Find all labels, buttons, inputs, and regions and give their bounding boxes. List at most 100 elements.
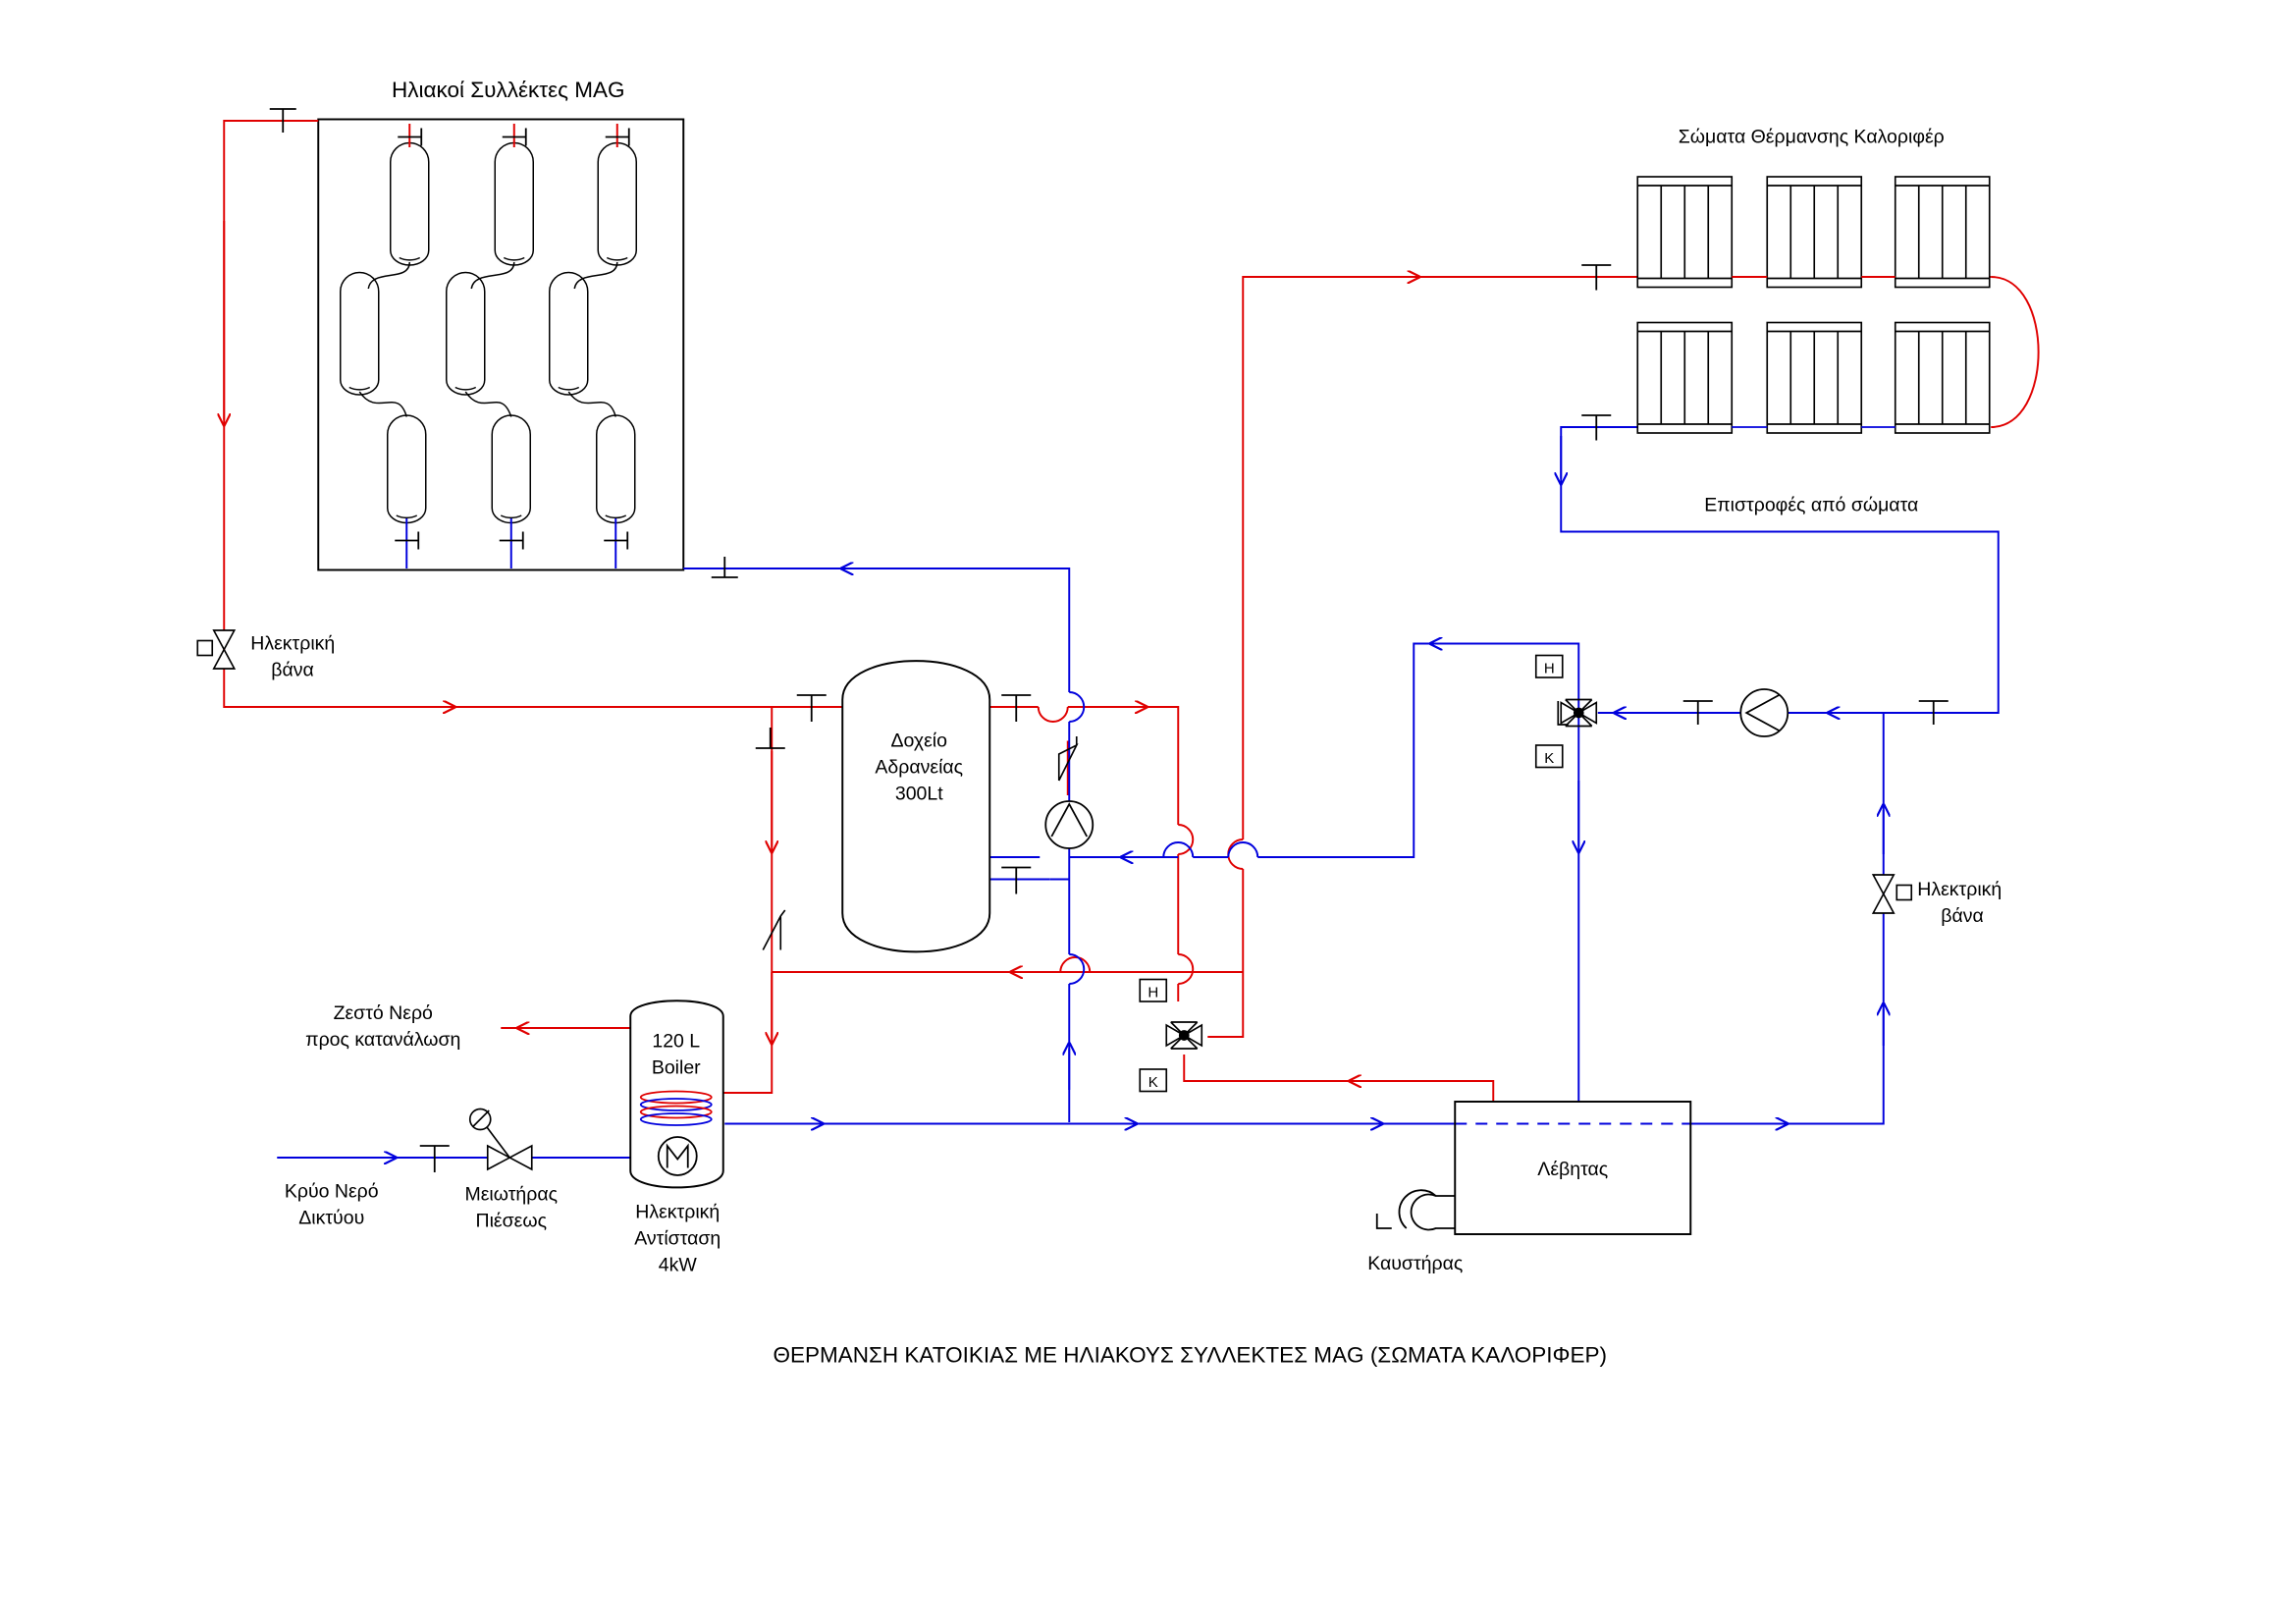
shutoff-valve-icon (711, 557, 738, 578)
shutoff-valve-icon (395, 531, 420, 550)
cold-pipes (277, 426, 2000, 1158)
hot-water-label-line1: Ζεστό Νερό (334, 1002, 433, 1024)
pressure-reducer (468, 1108, 533, 1171)
burner-icon (1375, 1189, 1456, 1231)
tank-label-line1: Δοχείο (891, 730, 948, 752)
inertia-tank: Δοχείο Αδρανείας 300Lt (841, 660, 991, 953)
shutoff-valve-icon (1682, 700, 1713, 725)
hot-water-label-line2: προς κατανάλωση (305, 1029, 460, 1051)
tube-connector (367, 261, 410, 290)
furnace-body (1454, 1101, 1692, 1235)
check-valve-icon (1057, 736, 1079, 782)
solar-tube-collector-icon (445, 271, 486, 396)
tube-connector (573, 261, 618, 290)
cold-water-label-line1: Κρύο Νερό (285, 1181, 379, 1203)
shutoff-valve-icon (796, 694, 827, 722)
mix-valve-top-k: K (1544, 750, 1554, 767)
radiator-supply-pipe (1207, 869, 1245, 1038)
cold-water-label-line2: Δικτύου (298, 1208, 364, 1229)
shutoff-valve-icon (419, 1145, 450, 1172)
solar-tube-collector-icon (596, 414, 636, 524)
electric-heater-icon (657, 1136, 698, 1176)
mix-valve-top-k-box (1534, 744, 1564, 769)
circulation-pump-icon (1044, 800, 1095, 849)
tube-connector (470, 261, 515, 290)
shutoff-valve-icon (502, 128, 527, 146)
motorized-valve-icon (212, 629, 237, 670)
check-valve-icon (762, 909, 786, 950)
collectors-title: Ηλιακοί Συλλέκτες MAG (392, 78, 625, 102)
shutoff-valve-icon (1581, 414, 1612, 441)
mixing-valve-bottom: H K (1139, 978, 1203, 1093)
shutoff-valve-icon (755, 728, 785, 749)
heater-label-line2: Αντίσταση (634, 1228, 721, 1250)
tube-connector (464, 391, 512, 417)
radiator-icon (1894, 176, 1991, 289)
shutoff-valve-icon (1001, 866, 1032, 894)
solar-tube-collector-icon (494, 141, 534, 266)
radiator-icon (1636, 176, 1734, 289)
mix-valve-bottom-k-box (1139, 1068, 1168, 1093)
boiler-label-line1: 120 L (652, 1031, 700, 1053)
solar-tube-collector-icon (491, 414, 531, 524)
collector-frame (317, 118, 685, 571)
motorized-valve-icon (1871, 874, 1896, 914)
tube-connector (358, 391, 407, 417)
solar-tubes (339, 141, 637, 524)
solar-collectors: Ηλιακοί Συλλέκτες MAG (317, 78, 685, 571)
tube-connector (567, 391, 616, 417)
boiler-body (629, 1000, 724, 1189)
radiator-icon (1636, 321, 1734, 434)
burner-label: Καυστήρας (1367, 1253, 1463, 1274)
solar-tube-collector-icon (549, 271, 589, 396)
returns-label: Επιστροφές από σώματα (1704, 495, 1918, 516)
reducer-label-line2: Πιέσεως (476, 1211, 547, 1232)
mix-valve-bottom-k: K (1148, 1074, 1158, 1091)
reducer-label-line1: Μειωτήρας (464, 1184, 558, 1206)
collector-return-pipe (683, 568, 1071, 692)
heater-label-line1: Ηλεκτρική (635, 1202, 720, 1223)
solar-tube-collector-icon (339, 271, 380, 396)
solar-tube-collector-icon (386, 414, 427, 524)
radiator-return-pipe (1560, 426, 2000, 714)
circulation-pump-icon (1739, 688, 1789, 737)
solar-tube-collector-icon (389, 141, 430, 266)
main-title: ΘΕΡΜΑΝΣΗ ΚΑΤΟΙΚΙΑΣ ΜΕ ΗΛΙΑΚΟΥΣ ΣΥΛΛΕΚΤΕΣ… (774, 1343, 1608, 1368)
shutoff-valve-icon (1581, 264, 1612, 291)
valve-right-label-line2: βάνα (1941, 905, 1984, 927)
boiler-120l: 120 L Boiler (629, 1000, 724, 1189)
tank-label-line3: 300Lt (895, 784, 943, 805)
boiler-label-line2: Boiler (652, 1057, 701, 1079)
valve-right-label-line1: Ηλεκτρική (1917, 879, 2002, 900)
heater-label-line3: 4kW (659, 1255, 698, 1276)
hot-pipes (224, 120, 2040, 1102)
shutoff-valve-icon (605, 128, 630, 146)
shutoff-valve-icon (1918, 700, 1949, 725)
radiators-title: Σώματα Θέρμανσης Καλοριφέρ (1679, 127, 1945, 148)
shutoff-valve-icon (1001, 694, 1032, 722)
radiator-icon (1894, 321, 1991, 434)
heating-coil-icon (639, 1090, 713, 1126)
radiator-icon (1766, 176, 1863, 289)
tank-body (841, 660, 991, 953)
mix-valve-top-h: H (1544, 661, 1555, 677)
furnace-label: Λέβητας (1537, 1159, 1608, 1180)
shutoff-valve-icon (269, 108, 296, 133)
motorized-valve-left: Ηλεκτρική βάνα (196, 629, 335, 681)
shutoff-valve-icon (499, 531, 524, 550)
coil-supply-pipe (716, 707, 774, 1094)
valve-left-label-line1: Ηλεκτρική (250, 633, 335, 655)
furnace: Λέβητας Καυστήρας (1367, 1101, 1692, 1274)
mixing-valve-top: H K (1534, 654, 1598, 769)
mix-valve-bottom-h-box (1139, 978, 1168, 1002)
radiator-icon (1766, 321, 1863, 434)
shutoff-valves (269, 108, 1949, 1172)
mix-valve-top-h-box (1534, 654, 1564, 678)
valve-left-label-line2: βάνα (271, 660, 314, 681)
tank-label-line2: Αδρανείας (875, 757, 963, 779)
radiators: Σώματα Θέρμανσης Καλοριφέρ Επιστροφές απ… (1636, 127, 1991, 516)
solar-tube-collector-icon (597, 141, 637, 266)
shutoff-valve-icon (398, 128, 423, 146)
mix-valve-bottom-h: H (1148, 985, 1158, 1001)
